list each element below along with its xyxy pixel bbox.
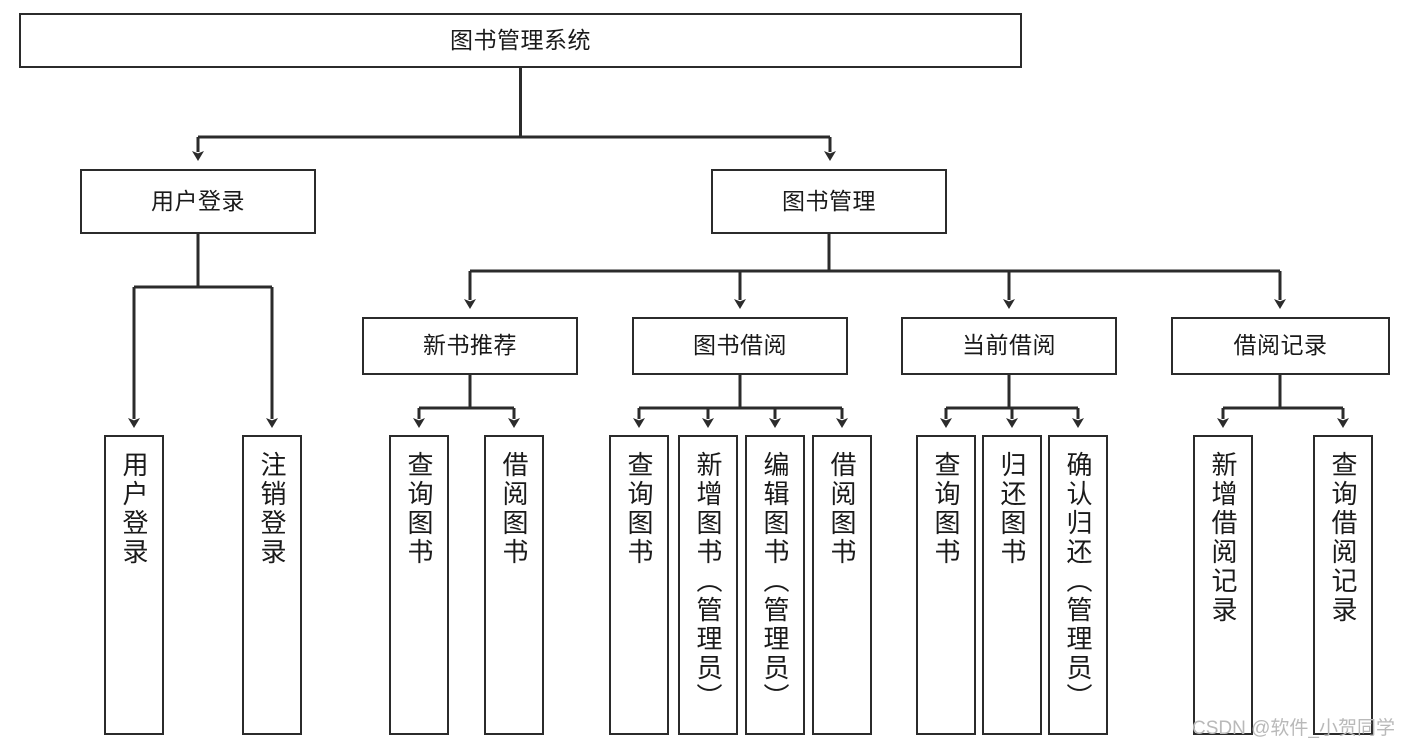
node-root[interactable]: 图书管理系统	[19, 13, 1022, 68]
node-leaf-add-record[interactable]: 新增借阅记录	[1193, 435, 1253, 735]
node-leaf-edit-book-label: 编辑图书（管理员）	[760, 451, 790, 712]
node-leaf-return-book-label: 归还图书	[997, 451, 1027, 567]
node-leaf-borrow-book-rec-label: 借阅图书	[499, 451, 529, 567]
node-leaf-query-record-label: 查询借阅记录	[1328, 451, 1358, 625]
node-leaf-add-book[interactable]: 新增图书（管理员）	[678, 435, 738, 735]
node-book-manage-label: 图书管理	[782, 187, 876, 214]
node-borrow-record-label: 借阅记录	[1233, 332, 1328, 359]
node-leaf-logout[interactable]: 注销登录	[242, 435, 302, 735]
node-user-login[interactable]: 用户登录	[80, 169, 316, 234]
node-root-label: 图书管理系统	[450, 26, 591, 53]
node-leaf-query-book-rec[interactable]: 查询图书	[389, 435, 449, 735]
node-leaf-query-book-cur[interactable]: 查询图书	[916, 435, 976, 735]
node-leaf-borrow-book-label: 借阅图书	[827, 451, 857, 567]
node-new-book-rec[interactable]: 新书推荐	[362, 317, 578, 375]
node-leaf-query-book-rec-label: 查询图书	[404, 451, 434, 567]
node-borrow-record[interactable]: 借阅记录	[1171, 317, 1390, 375]
csdn-watermark: CSDN @软件_小贺同学	[1192, 718, 1395, 739]
node-leaf-edit-book[interactable]: 编辑图书（管理员）	[745, 435, 805, 735]
node-leaf-confirm-return[interactable]: 确认归还（管理员）	[1048, 435, 1108, 735]
node-leaf-add-record-label: 新增借阅记录	[1208, 451, 1238, 625]
node-leaf-borrow-book[interactable]: 借阅图书	[812, 435, 872, 735]
node-user-login-label: 用户登录	[151, 187, 245, 214]
node-leaf-query-book-borrow[interactable]: 查询图书	[609, 435, 669, 735]
node-leaf-logout-label: 注销登录	[257, 451, 287, 567]
node-leaf-confirm-return-label: 确认归还（管理员）	[1063, 451, 1093, 712]
node-leaf-user-login-label: 用户登录	[119, 451, 149, 567]
node-current-borrow[interactable]: 当前借阅	[901, 317, 1117, 375]
node-leaf-add-book-label: 新增图书（管理员）	[693, 451, 723, 712]
node-book-borrow[interactable]: 图书借阅	[632, 317, 848, 375]
node-leaf-query-book-cur-label: 查询图书	[931, 451, 961, 567]
node-leaf-user-login[interactable]: 用户登录	[104, 435, 164, 735]
node-new-book-rec-label: 新书推荐	[423, 332, 517, 359]
node-book-manage[interactable]: 图书管理	[711, 169, 947, 234]
node-current-borrow-label: 当前借阅	[962, 332, 1056, 359]
node-leaf-query-record[interactable]: 查询借阅记录	[1313, 435, 1373, 735]
node-leaf-borrow-book-rec[interactable]: 借阅图书	[484, 435, 544, 735]
node-leaf-query-book-borrow-label: 查询图书	[624, 451, 654, 567]
node-book-borrow-label: 图书借阅	[693, 332, 787, 359]
node-leaf-return-book[interactable]: 归还图书	[982, 435, 1042, 735]
